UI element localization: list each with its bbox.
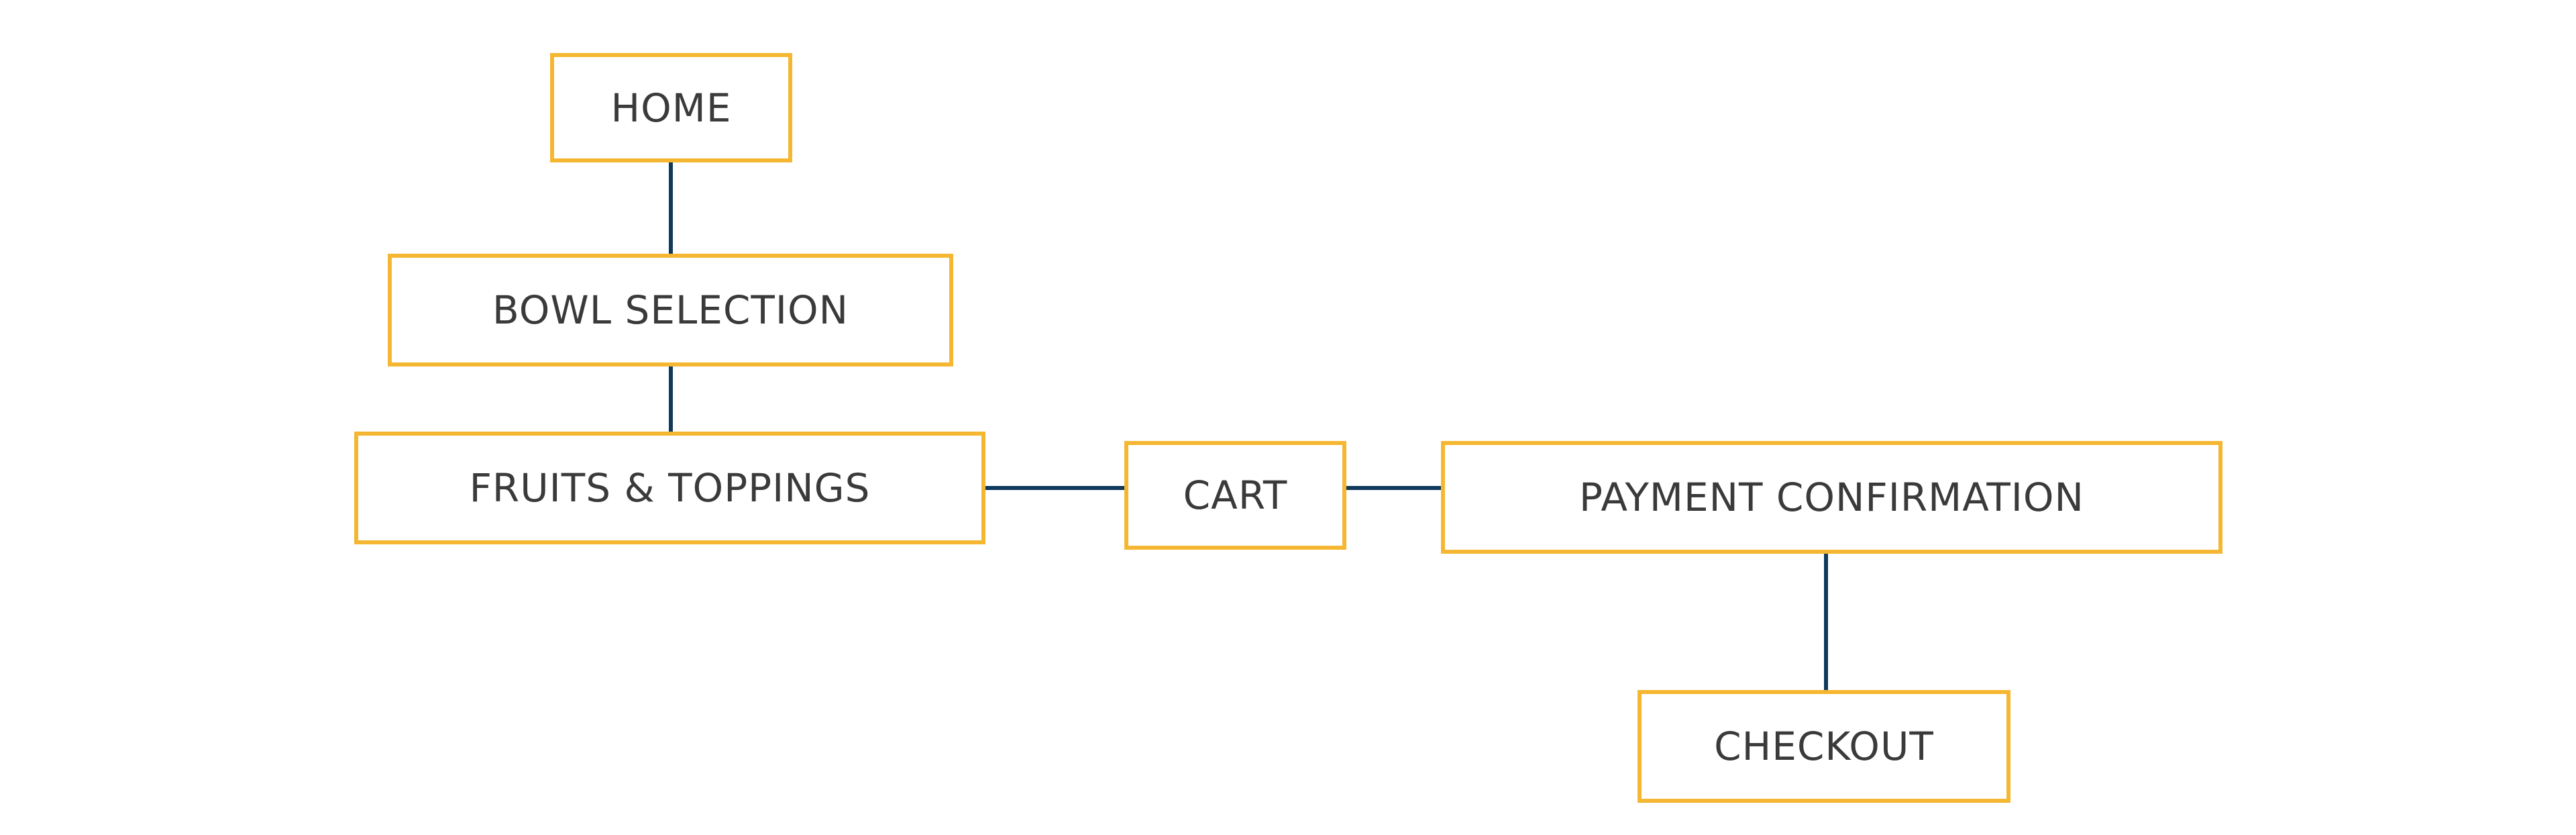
node-checkout-label: CHECKOUT: [1714, 724, 1934, 769]
node-fruits-toppings: FRUITS & TOPPINGS: [354, 432, 985, 544]
node-payment-confirmation-label: PAYMENT CONFIRMATION: [1579, 475, 2084, 520]
node-cart: CART: [1124, 441, 1346, 550]
node-cart-label: CART: [1183, 473, 1288, 518]
node-bowl-selection-label: BOWL SELECTION: [492, 287, 849, 333]
node-checkout: CHECKOUT: [1638, 690, 2010, 803]
node-home-label: HOME: [610, 85, 732, 131]
node-bowl-selection: BOWL SELECTION: [388, 254, 953, 366]
node-home: HOME: [550, 53, 792, 162]
node-fruits-toppings-label: FRUITS & TOPPINGS: [469, 465, 871, 511]
node-payment-confirmation: PAYMENT CONFIRMATION: [1441, 441, 2222, 554]
